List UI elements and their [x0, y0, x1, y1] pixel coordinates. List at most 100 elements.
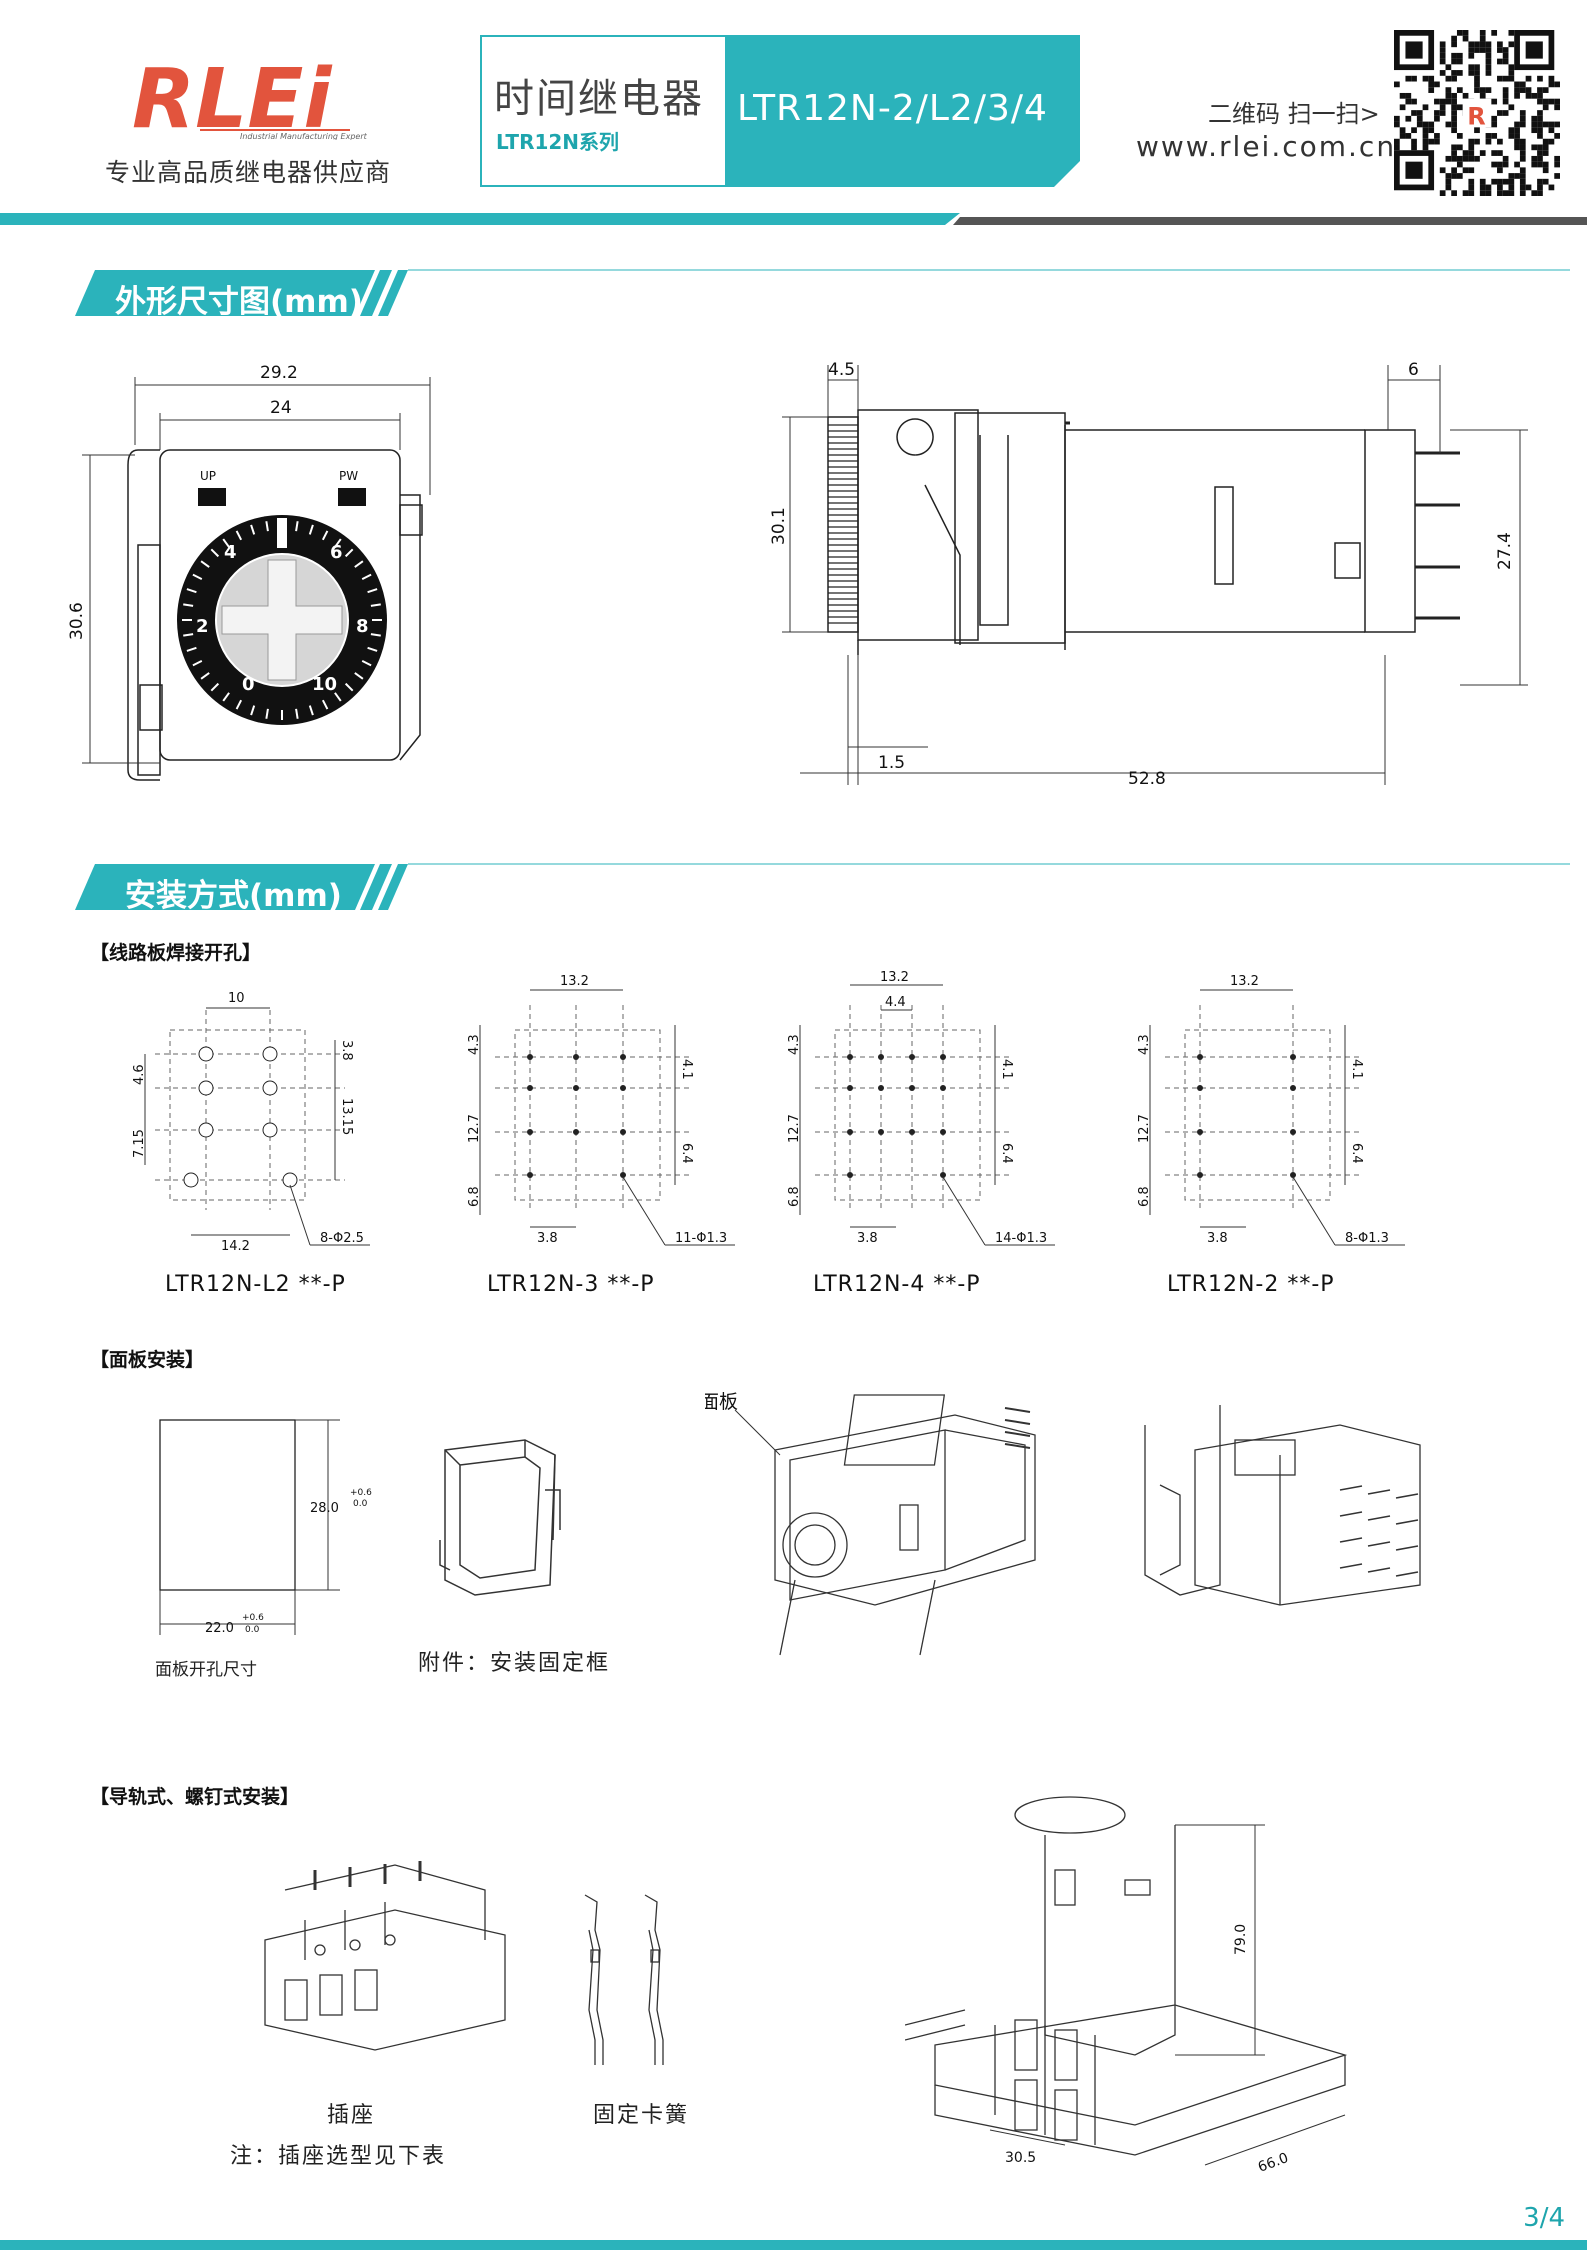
dim-24: 24 [270, 398, 292, 418]
qr-code-icon[interactable]: R [1394, 30, 1560, 200]
rail-depth-dim: 66.0 [1256, 2150, 1291, 2175]
n2-right-dim-2: 6.4 [1349, 1143, 1364, 1164]
n4-left-dim-1: 4.3 [787, 1034, 802, 1055]
front-view-drawing: UP PW 0 2 4 6 8 10 29.2 24 30.6 [60, 355, 480, 799]
product-title: 时间继电器 [494, 76, 704, 122]
dim-30-6: 30.6 [67, 602, 87, 640]
panel-cutout-drawing: 28.0 +0.6 0.0 22.0 +0.6 0.0 [150, 1400, 390, 1664]
section-title-install: 安装方式(mm) [125, 878, 342, 914]
cutout-width-tol-plus: +0.6 [242, 1613, 264, 1623]
pcb-model-4: LTR12N-4 **-P [813, 1272, 981, 1297]
section-header-install [0, 862, 1587, 912]
panel-mount-drawing: 面板 [700, 1390, 1065, 1664]
l2-holes: 8-Φ2.5 [320, 1231, 364, 1246]
rail-height-dim: 79.0 [1233, 1924, 1249, 1955]
n2-left-dim-3: 6.8 [1137, 1186, 1152, 1207]
dim-29-2: 29.2 [260, 363, 298, 383]
rail-width-dim: 30.5 [1005, 2150, 1036, 2166]
n3-left-dim-2: 12.7 [467, 1114, 482, 1143]
panel-subheading: 【面板安装】 [90, 1349, 205, 1371]
model-banner [725, 35, 1080, 187]
page-number: 3/4 [1523, 2203, 1565, 2233]
n2-bottom-dim: 3.8 [1207, 1231, 1228, 1246]
cutout-caption: 面板开孔尺寸 [155, 1660, 257, 1680]
dim-1-5: 1.5 [878, 753, 905, 773]
n4-bottom-dim: 3.8 [857, 1231, 878, 1246]
side-view-drawing: 4.5 6 30.1 27.4 1.5 52.8 [760, 355, 1560, 809]
company-slogan: 专业高品质继电器供应商 [105, 158, 392, 187]
dim-52-8: 52.8 [1128, 769, 1166, 789]
n2-holes: 8-Φ1.3 [1345, 1231, 1389, 1246]
logo-text: RLEi [132, 55, 333, 140]
pcb-diagram-3: 13.2 4.3 12.7 6.8 4.1 6.4 3.8 11-Φ1.3 [465, 965, 755, 1259]
website-link[interactable]: www.rlei.com.cn [1136, 130, 1397, 163]
n4-right-dim-1: 4.1 [999, 1059, 1014, 1080]
mounting-frame-drawing [425, 1430, 565, 1604]
n3-left-dim-3: 6.8 [467, 1186, 482, 1207]
pcb-model-l2: LTR12N-L2 **-P [165, 1272, 346, 1297]
l2-top-dim: 10 [228, 991, 245, 1006]
n4-right-dim-2: 6.4 [999, 1143, 1014, 1164]
pcb-subheading: 【线路板焊接开孔】 [90, 942, 262, 964]
cutout-width-tol-zero: 0.0 [245, 1625, 260, 1635]
l2-left-dim-1: 4.6 [132, 1064, 147, 1085]
header-divider [0, 210, 1587, 225]
pcb-diagram-4: 13.2 4.4 4.3 12.7 6.8 4.1 6.4 3.8 14-Φ1.… [785, 965, 1075, 1259]
l2-left-dim-2: 7.15 [132, 1129, 147, 1158]
socket-drawing [245, 1850, 525, 2074]
l2-bottom-dim: 14.2 [221, 1239, 250, 1254]
n3-right-dim-2: 6.4 [679, 1143, 694, 1164]
socket-note: 注：插座选型见下表 [230, 2144, 447, 2169]
pw-label: PW [339, 469, 358, 483]
rail-mount-drawing: 79.0 30.5 66.0 [904, 1785, 1375, 2179]
footer-bar [0, 2235, 1587, 2250]
section-title-dimensions: 外形尺寸图(mm) [115, 284, 363, 320]
pcb-model-3: LTR12N-3 **-P [487, 1272, 655, 1297]
n3-holes: 11-Φ1.3 [675, 1231, 727, 1246]
cutout-width: 22.0 [205, 1621, 234, 1636]
dial-6: 6 [330, 542, 343, 563]
up-label: UP [200, 469, 216, 483]
socket-caption: 插座 [327, 2103, 376, 2128]
logo-tagline: Industrial Manufacturing Expert [240, 132, 368, 140]
series-label: LTR12N系列 [496, 130, 620, 154]
n4-top-dim: 13.2 [880, 970, 909, 985]
dial-4: 4 [224, 542, 237, 563]
dial-0: 0 [242, 674, 255, 695]
clip-caption: 固定卡簧 [593, 2103, 690, 2128]
l2-right-dim-2: 13.15 [339, 1098, 354, 1135]
pcb-diagram-2: 13.2 4.3 12.7 6.8 4.1 6.4 3.8 8-Φ1.3 [1135, 965, 1425, 1259]
n4-left-dim-2: 12.7 [787, 1114, 802, 1143]
n3-left-dim-1: 4.3 [467, 1034, 482, 1055]
svg-text:R: R [1467, 102, 1485, 130]
l2-right-dim-1: 3.8 [339, 1040, 354, 1061]
pcb-model-2: LTR12N-2 **-P [1167, 1272, 1335, 1297]
n2-top-dim: 13.2 [1230, 974, 1259, 989]
cutout-height-tol-zero: 0.0 [353, 1499, 368, 1509]
n3-top-dim: 13.2 [560, 974, 589, 989]
panel-mount-rear-drawing [1140, 1395, 1440, 1619]
dial-8: 8 [356, 616, 369, 637]
dim-6: 6 [1408, 360, 1419, 380]
qr-caption: 二维码 扫一扫> [1208, 100, 1380, 128]
n3-right-dim-1: 4.1 [679, 1059, 694, 1080]
rail-subheading: 【导轨式、螺钉式安装】 [90, 1786, 300, 1808]
dim-27-4: 27.4 [1495, 532, 1515, 570]
dim-4-5: 4.5 [828, 360, 855, 380]
n4-left-dim-3: 6.8 [787, 1186, 802, 1207]
brand-logo: RLEi Industrial Manufacturing Expert [130, 52, 370, 147]
n2-left-dim-2: 12.7 [1137, 1114, 1152, 1143]
n4-holes: 14-Φ1.3 [995, 1231, 1047, 1246]
panel-label: 面板 [705, 1391, 738, 1413]
pcb-diagram-l2: 10 4.6 7.15 3.8 13.15 14.2 8-Φ2.5 [125, 980, 395, 1264]
dial-10: 10 [312, 674, 337, 695]
frame-caption: 附件：安装固定框 [418, 1651, 611, 1676]
n3-bottom-dim: 3.8 [537, 1231, 558, 1246]
model-number: LTR12N-2/L2/3/4 [737, 88, 1048, 129]
clip-drawing [575, 1890, 695, 2074]
dial-2: 2 [196, 616, 209, 637]
cutout-height-tol-plus: +0.6 [350, 1488, 372, 1498]
section-header-dimensions [0, 268, 1587, 318]
cutout-height: 28.0 [310, 1501, 339, 1516]
n2-left-dim-1: 4.3 [1137, 1034, 1152, 1055]
